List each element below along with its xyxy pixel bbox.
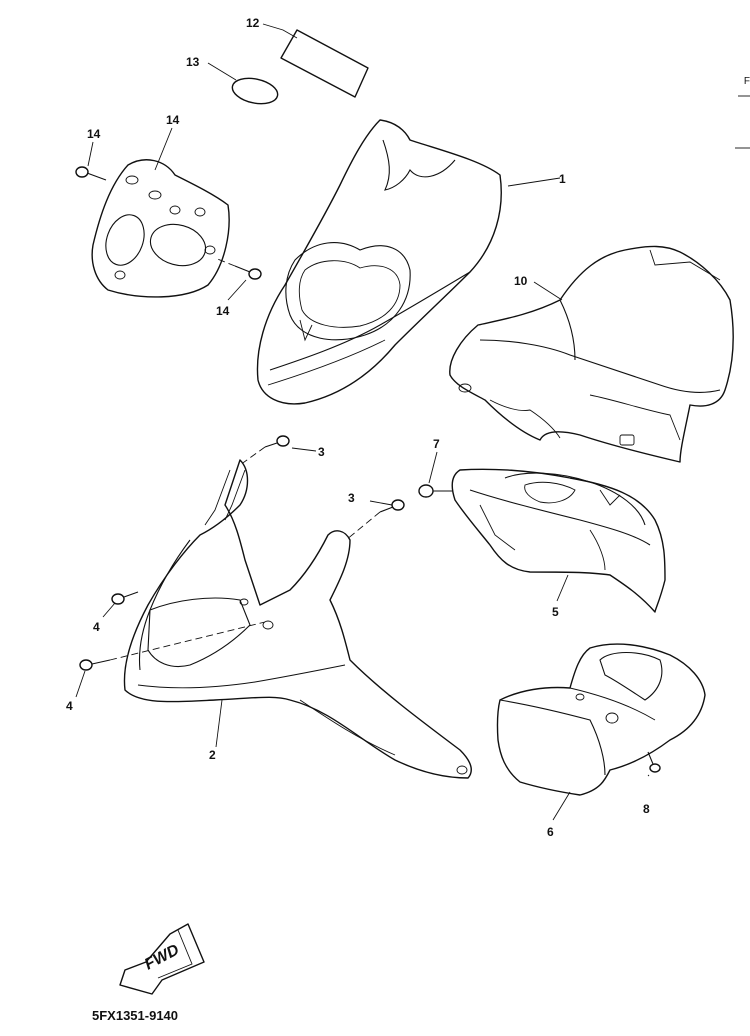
callout-6: 6 [547, 825, 554, 839]
callout-8: 8 [643, 802, 650, 816]
screw-8 [647, 751, 661, 773]
part-10-inner-cover [449, 245, 734, 463]
callout-3-upper: 3 [318, 445, 325, 459]
callout-11: 12 [246, 16, 260, 30]
callout-3-lower: 3 [348, 491, 355, 505]
part-13-meter-bracket [91, 159, 230, 298]
part-5-under-cover [451, 468, 666, 613]
callout-labels: 12 13 14 14 1 10 14 3 7 3 5 4 4 2 8 6 [66, 16, 650, 839]
part-12-emblem [231, 77, 279, 105]
edge-text: F [743, 76, 750, 87]
part-2-front-lower-cover [123, 459, 472, 779]
callout-12: 13 [186, 55, 200, 69]
callout-4-upper: 4 [93, 620, 100, 634]
callout-14-lower: 14 [216, 304, 230, 318]
part-6-lower-panel [496, 643, 706, 796]
leader-lines [75, 23, 750, 821]
drawing-code: 5FX1351-9140 [92, 1008, 179, 1023]
callout-13: 14 [166, 113, 180, 127]
part-1-front-cover [256, 119, 502, 405]
callout-2: 2 [209, 748, 216, 762]
screw-14-lower [214, 257, 262, 280]
screw-3-upper [239, 435, 290, 466]
screw-14-upper [75, 166, 107, 181]
screw-4-lower [79, 621, 266, 671]
callout-10: 10 [514, 274, 528, 288]
callout-5: 5 [552, 605, 559, 619]
callout-1: 1 [559, 172, 566, 186]
fwd-arrow: FWD [119, 923, 205, 995]
callout-7: 7 [433, 437, 440, 451]
callout-4-lower: 4 [66, 699, 73, 713]
callout-14-upper: 14 [87, 127, 101, 141]
part-11-label-sticker [280, 29, 369, 98]
screw-4-upper [111, 591, 139, 605]
